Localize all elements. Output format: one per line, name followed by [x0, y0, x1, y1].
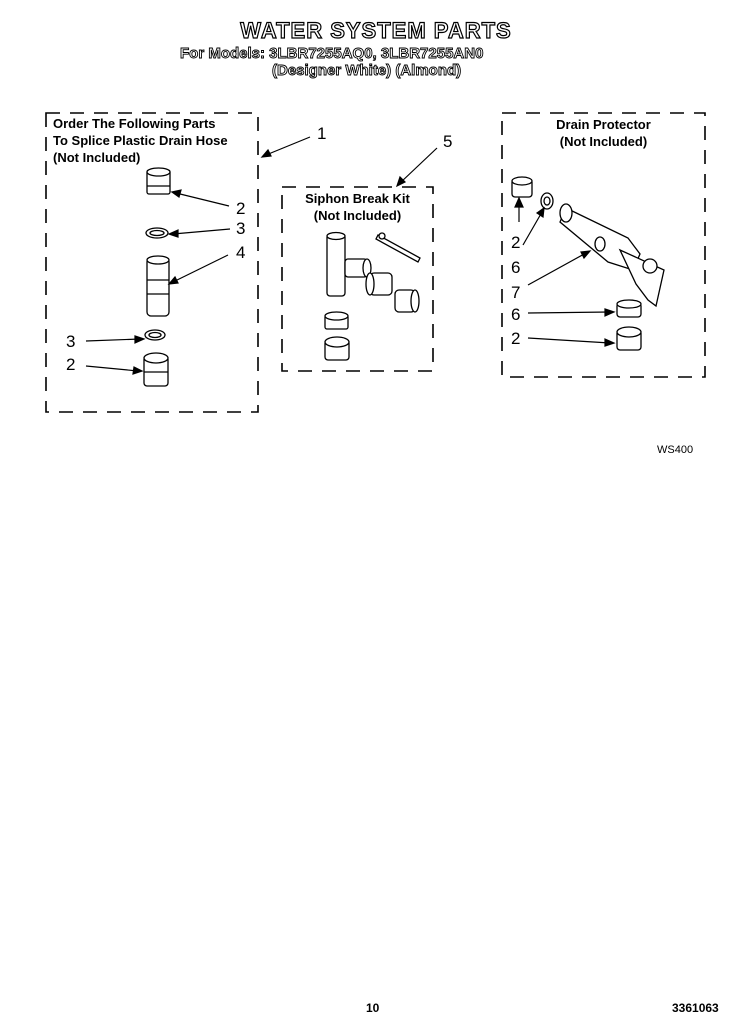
clamp-part-bottom	[144, 329, 166, 341]
callout-drain-6-top: 6	[511, 258, 521, 277]
siphon-box-line: Siphon Break Kit	[305, 191, 410, 206]
colors-line: (Designer White) (Almond)	[272, 62, 462, 80]
models-line: For Models: 3LBR7255AQ0, 3LBR7255AN0	[180, 45, 484, 63]
coupling-part-top	[146, 167, 171, 195]
callout-drain-2-bottom: 2	[511, 329, 521, 348]
splice-box-line: (Not Included)	[53, 150, 141, 165]
document-number: 3361063	[672, 1001, 719, 1015]
splice-box-line: Order The Following Parts	[53, 116, 216, 131]
siphon-box-line: (Not Included)	[313, 208, 402, 223]
siphon-box-frame	[281, 186, 434, 372]
callout-drain-7: 7	[511, 283, 521, 302]
siphon-bottom-part	[324, 336, 350, 361]
page-number: 10	[366, 1001, 380, 1015]
drain-protector-body	[559, 203, 665, 308]
drain-box-line: (Not Included)	[559, 134, 648, 149]
callout-drain-6-bottom: 6	[511, 305, 521, 324]
callout-5: 5	[443, 132, 453, 151]
siphon-cap-part	[394, 289, 420, 313]
drain-nut-part	[616, 299, 642, 318]
callout-splice-2-bottom: 2	[66, 355, 76, 374]
siphon-clip-part	[375, 232, 421, 263]
clamp-part-top	[145, 227, 169, 239]
callout-splice-2-top: 2	[236, 199, 246, 218]
splice-box-line: To Splice Plastic Drain Hose	[53, 133, 228, 148]
coupling-part-bottom	[143, 352, 169, 387]
callout-drain-2-top: 2	[511, 233, 521, 252]
siphon-box-text: Siphon Break Kit (Not Included)	[282, 190, 433, 224]
drain-washer-part	[540, 192, 554, 210]
page-title: WATER SYSTEM PARTS	[240, 17, 512, 43]
drain-cap-part	[616, 326, 642, 351]
callout-splice-4: 4	[236, 243, 246, 262]
callout-1: 1	[317, 124, 327, 143]
drain-box-frame	[501, 112, 706, 378]
drain-box-text: Drain Protector (Not Included)	[502, 116, 705, 150]
callout-splice-3-top: 3	[236, 219, 246, 238]
drain-box-line: Drain Protector	[556, 117, 651, 132]
splice-box-text: Order The Following Parts To Splice Plas…	[53, 115, 228, 166]
drain-coupling-part	[511, 176, 533, 198]
splice-box-frame	[45, 112, 259, 413]
siphon-ring-part	[324, 311, 349, 330]
callout-splice-3-bottom: 3	[66, 332, 76, 351]
figure-id: WS400	[657, 444, 694, 456]
siphon-tee-part	[326, 231, 372, 297]
connector-part	[146, 255, 170, 317]
siphon-nut-part	[365, 272, 393, 296]
